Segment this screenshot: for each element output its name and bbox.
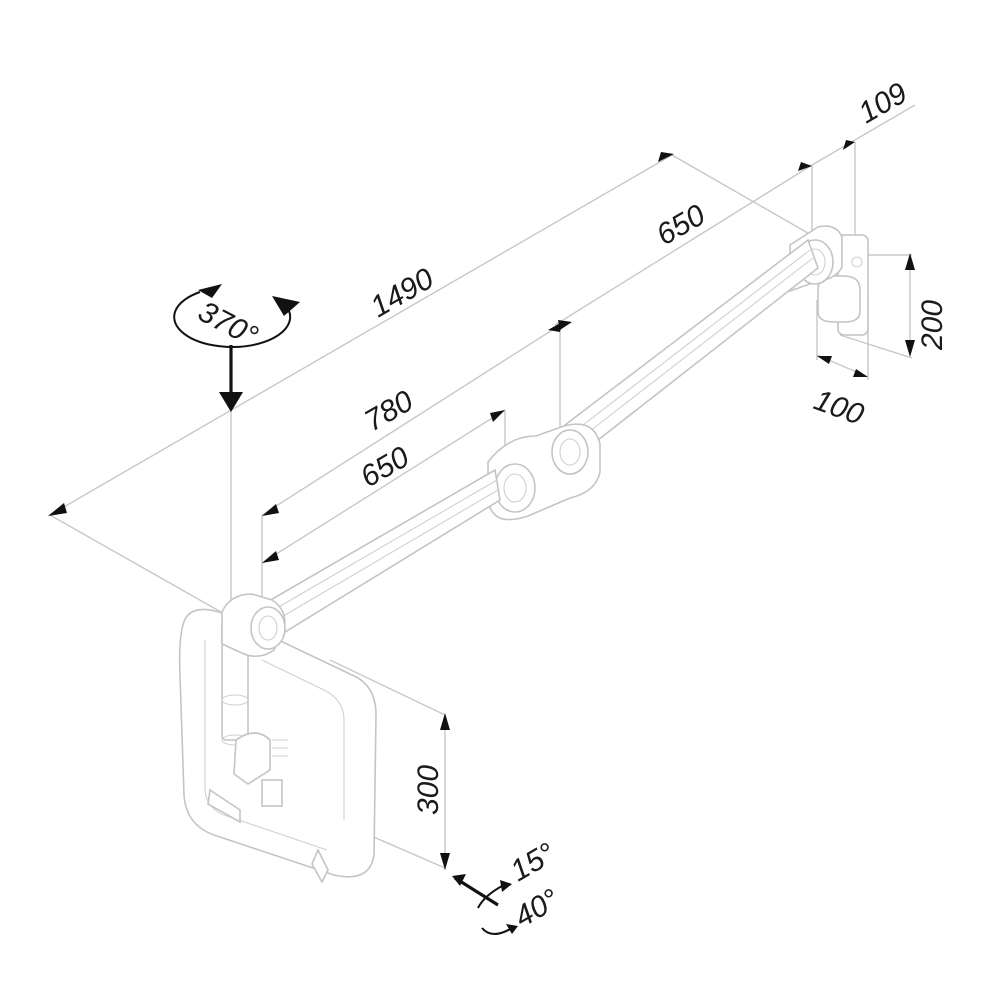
wall-offset-label: 109 bbox=[853, 76, 913, 130]
inner-reach-label: 780 bbox=[359, 384, 419, 438]
tilt-rotation-icon bbox=[452, 874, 518, 935]
wall-plate-width-label: 100 bbox=[810, 384, 869, 432]
middle-joint bbox=[487, 423, 601, 521]
upper-arm-segment bbox=[564, 238, 819, 460]
head-joint bbox=[221, 593, 286, 658]
arm-segment-2-label: 650 bbox=[651, 198, 711, 252]
monitor-plate bbox=[178, 608, 377, 878]
wall-plate-height-label: 200 bbox=[916, 300, 949, 351]
height-adjust-label: 300 bbox=[412, 765, 445, 815]
tilt-angle-label: 15° bbox=[505, 837, 561, 888]
swivel-rotation-icon bbox=[173, 284, 300, 412]
total-reach-label: 1490 bbox=[365, 262, 440, 324]
lower-arm-segment bbox=[261, 468, 501, 642]
tilt-mechanism bbox=[207, 732, 329, 884]
dimension-lines bbox=[49, 104, 916, 870]
arm-segment-1-label: 650 bbox=[355, 440, 415, 494]
dimension-arrowheads bbox=[48, 140, 915, 870]
